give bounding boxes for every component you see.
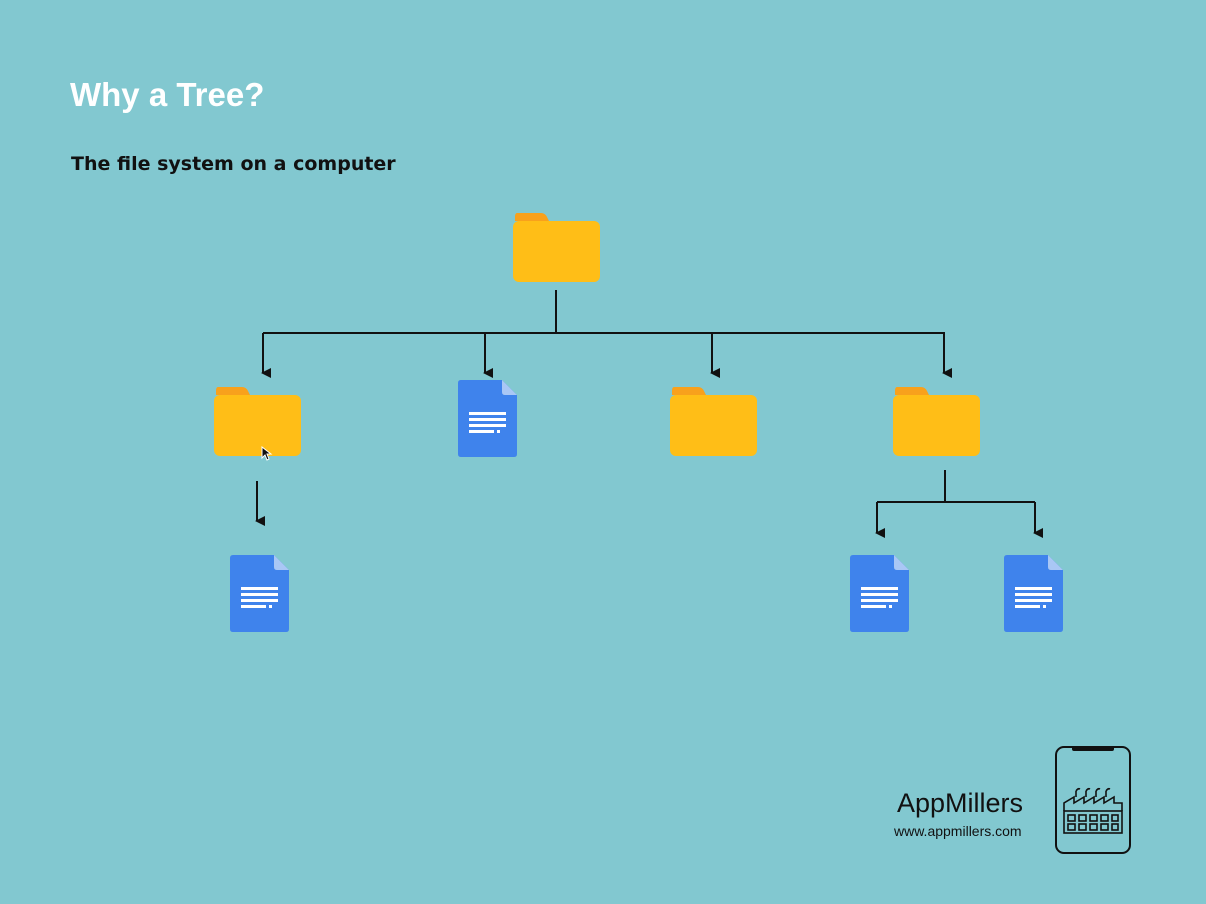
document-icon[interactable] [458, 380, 517, 457]
folder-icon[interactable] [893, 387, 980, 456]
slide-subtitle: The file system on a computer [71, 153, 396, 175]
folder-icon[interactable] [214, 387, 301, 456]
slide-title: Why a Tree? [70, 76, 265, 113]
brand-name: AppMillers [897, 788, 1024, 818]
phone-factory-icon [1055, 746, 1131, 854]
folder-icon[interactable] [513, 213, 600, 282]
document-icon[interactable] [1004, 555, 1063, 632]
mouse-cursor-icon [261, 446, 273, 461]
tree-connectors [255, 290, 1043, 538]
document-icon[interactable] [850, 555, 909, 632]
document-icon[interactable] [230, 555, 289, 632]
brand-url: www.appmillers.com [894, 823, 1022, 839]
folder-icon[interactable] [670, 387, 757, 456]
